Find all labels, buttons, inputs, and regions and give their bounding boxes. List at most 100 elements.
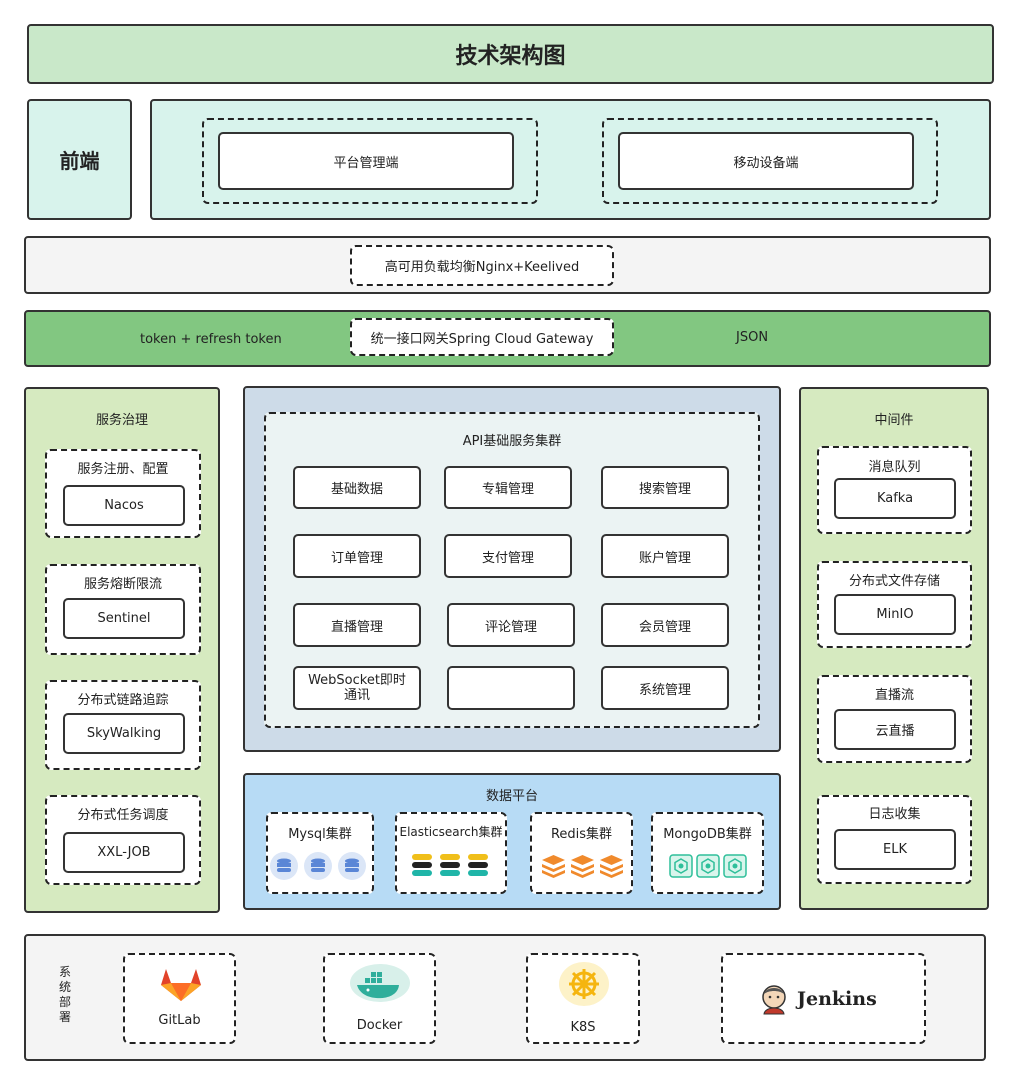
gateway-center-label: 统一接口网关Spring Cloud Gateway xyxy=(370,331,594,347)
middleware-group-live: 直播流 云直播 xyxy=(817,675,972,763)
frontend-label-box: 前端 xyxy=(27,99,132,220)
gitlab-icon xyxy=(161,969,201,1001)
elasticsearch-icons xyxy=(409,852,491,878)
deploy-panel: 系 统 部 署 GitLab Docker K8 xyxy=(24,934,986,1061)
jenkins-card[interactable]: Jenkins xyxy=(721,953,926,1044)
service-album[interactable]: 专辑管理 xyxy=(444,466,572,509)
mysql-icons xyxy=(269,851,367,881)
docker-label: Docker xyxy=(356,1018,403,1033)
skywalking-box[interactable]: SkyWalking xyxy=(63,713,185,754)
service-label: 订单管理 xyxy=(330,550,383,566)
cluster-label: Redis集群 xyxy=(550,827,613,842)
middleware-group-label: 日志收集 xyxy=(868,807,921,822)
middleware-group-elk: 日志收集 ELK xyxy=(817,795,972,884)
skywalking-label: SkyWalking xyxy=(86,726,162,741)
service-comment[interactable]: 评论管理 xyxy=(447,603,575,647)
api-panel: API基础服务集群 基础数据 专辑管理 搜索管理 订单管理 支付管理 账户管理 … xyxy=(243,386,781,752)
service-search[interactable]: 搜索管理 xyxy=(601,466,729,509)
elk-box[interactable]: ELK xyxy=(834,829,956,870)
governance-group-label: 分布式链路追踪 xyxy=(77,693,169,708)
jenkins-label: Jenkins xyxy=(797,988,877,1010)
service-payment[interactable]: 支付管理 xyxy=(444,534,572,578)
gitlab-label: GitLab xyxy=(158,1013,201,1028)
docker-card[interactable]: Docker xyxy=(323,953,436,1044)
governance-title: 服务治理 xyxy=(95,413,148,428)
frontend-mobile-box[interactable]: 移动设备端 xyxy=(618,132,914,190)
redis-cluster: Redis集群 xyxy=(530,812,633,894)
database-icon xyxy=(270,852,298,880)
frontend-group-admin xyxy=(202,118,538,204)
middleware-group-label: 消息队列 xyxy=(868,460,921,475)
service-empty[interactable] xyxy=(447,666,575,710)
elasticsearch-icon xyxy=(468,854,488,876)
redis-icon xyxy=(542,855,565,878)
title-banner: 技术架构图 xyxy=(27,24,994,84)
redis-icons xyxy=(540,852,625,878)
service-label: 会员管理 xyxy=(638,619,691,635)
gateway-json-label: JSON xyxy=(736,330,769,345)
service-label: 账户管理 xyxy=(638,550,691,566)
gateway-box: 统一接口网关Spring Cloud Gateway xyxy=(350,318,614,356)
k8s-icon xyxy=(559,962,609,1006)
page-title: 技术架构图 xyxy=(455,44,566,69)
sentinel-label: Sentinel xyxy=(97,611,151,626)
kafka-label: Kafka xyxy=(876,491,914,506)
database-icon xyxy=(338,852,366,880)
service-label: 评论管理 xyxy=(484,619,537,635)
k8s-card[interactable]: K8S xyxy=(526,953,640,1044)
service-label: 系统管理 xyxy=(638,682,691,698)
governance-group-label: 服务注册、配置 xyxy=(77,462,169,477)
service-label: WebSocket即时 通讯 xyxy=(308,673,406,703)
service-member[interactable]: 会员管理 xyxy=(601,603,729,647)
gateway-token-label: token + refresh token xyxy=(140,332,282,347)
sentinel-box[interactable]: Sentinel xyxy=(63,598,185,639)
gitlab-card[interactable]: GitLab xyxy=(123,953,236,1044)
service-system[interactable]: 系统管理 xyxy=(601,666,729,710)
k8s-label: K8S xyxy=(570,1020,596,1035)
nacos-box[interactable]: Nacos xyxy=(63,485,185,526)
governance-group-nacos: 服务注册、配置 Nacos xyxy=(45,449,201,538)
docker-icon xyxy=(350,964,410,1002)
xxljob-label: XXL-JOB xyxy=(97,845,151,860)
service-websocket[interactable]: WebSocket即时 通讯 xyxy=(293,666,421,710)
kafka-box[interactable]: Kafka xyxy=(834,478,956,519)
deploy-label: 系 统 部 署 xyxy=(59,965,72,1024)
data-platform-panel: 数据平台 Mysql集群 Elasticsearch集群 Redis集群 Mon… xyxy=(243,773,781,910)
governance-group-sentinel: 服务熔断限流 Sentinel xyxy=(45,564,201,655)
api-cluster-title: API基础服务集群 xyxy=(462,434,562,449)
mongodb-icon xyxy=(723,854,747,878)
elasticsearch-icon xyxy=(440,854,460,876)
governance-group-skywalking: 分布式链路追踪 SkyWalking xyxy=(45,680,201,770)
cloud-live-box[interactable]: 云直播 xyxy=(834,709,956,750)
service-basic-data[interactable]: 基础数据 xyxy=(293,466,421,509)
elasticsearch-cluster: Elasticsearch集群 xyxy=(395,812,507,894)
redis-icon xyxy=(600,855,623,878)
frontend-label: 前端 xyxy=(59,149,100,173)
middleware-panel: 中间件 消息队列 Kafka 分布式文件存储 MinIO 直播流 云直播 日志收… xyxy=(799,387,989,910)
minio-box[interactable]: MinIO xyxy=(834,594,956,635)
service-label: 直播管理 xyxy=(330,619,383,635)
cluster-label: Elasticsearch集群 xyxy=(399,825,503,839)
cluster-label: Mysql集群 xyxy=(288,827,352,842)
governance-group-xxljob: 分布式任务调度 XXL-JOB xyxy=(45,795,201,885)
frontend-admin-box[interactable]: 平台管理端 xyxy=(218,132,514,190)
governance-group-label: 服务熔断限流 xyxy=(83,577,162,592)
load-balancer-box: 高可用负载均衡Nginx+Keelived xyxy=(350,245,614,286)
mongodb-icon xyxy=(669,854,693,878)
service-label: 支付管理 xyxy=(481,550,534,566)
service-account[interactable]: 账户管理 xyxy=(601,534,729,578)
mongodb-icon xyxy=(696,854,720,878)
frontend-mobile-label: 移动设备端 xyxy=(733,155,799,171)
nacos-label: Nacos xyxy=(104,498,144,513)
load-balancer-label: 高可用负载均衡Nginx+Keelived xyxy=(384,260,580,275)
middleware-group-label: 直播流 xyxy=(874,688,914,703)
data-platform-title: 数据平台 xyxy=(485,789,538,804)
xxljob-box[interactable]: XXL-JOB xyxy=(63,832,185,873)
service-live[interactable]: 直播管理 xyxy=(293,603,421,647)
load-balancer-panel: 高可用负载均衡Nginx+Keelived xyxy=(24,236,991,294)
minio-label: MinIO xyxy=(876,607,914,622)
elasticsearch-icon xyxy=(412,854,432,876)
cloud-live-label: 云直播 xyxy=(875,724,915,739)
service-order[interactable]: 订单管理 xyxy=(293,534,421,578)
mysql-cluster: Mysql集群 xyxy=(266,812,374,894)
